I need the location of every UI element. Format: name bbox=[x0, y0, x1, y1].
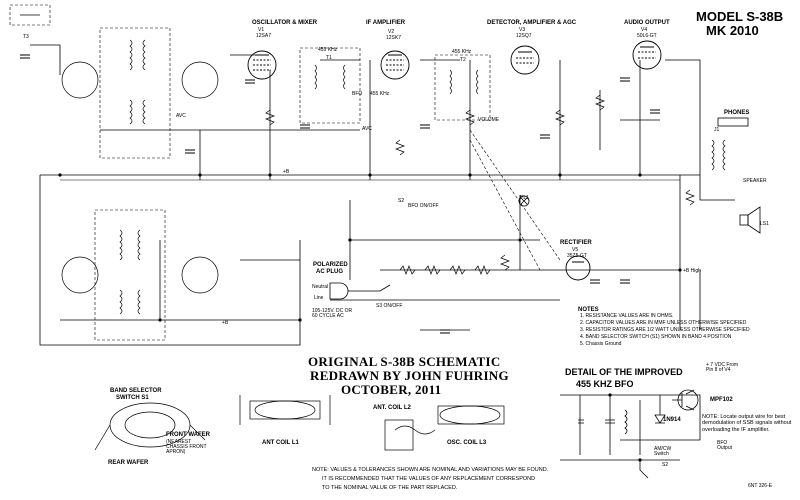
notes-title: NOTES bbox=[578, 307, 599, 313]
footer-note-line-3: TO THE NOMINAL VALUE OF THE PART REPLACE… bbox=[322, 485, 458, 491]
label-switch-s1: SWITCH S1 bbox=[116, 395, 149, 401]
footer-note-line-2: IT IS RECOMMENDED THAT THE VALUES OF ANY… bbox=[322, 476, 536, 482]
det-tube-ref: V3 bbox=[519, 27, 526, 33]
bfo-transistor: MPF102 bbox=[710, 397, 733, 403]
if-tube-type: 12SK7 bbox=[386, 35, 402, 41]
osc-tube-type: 12SA7 bbox=[256, 33, 272, 39]
bfo-switch: AM/CW Switch bbox=[654, 446, 672, 457]
label-s3-onoff: S3 ON/OFF bbox=[376, 303, 403, 309]
note-item: 3. RESISTOR RATINGS ARE 1/2 WATT UNLESS … bbox=[580, 327, 750, 333]
label-line: Line bbox=[314, 295, 324, 301]
label-phones: PHONES bbox=[724, 110, 750, 116]
label-s2: S2 bbox=[398, 198, 405, 204]
rect-tube-type: 35Z5-GT bbox=[567, 253, 588, 259]
note-item: 1. RESISTANCE VALUES ARE IN OHMS. bbox=[580, 313, 674, 319]
label-t2: T2 bbox=[460, 57, 466, 63]
note-item: 5. Chassis Ground bbox=[580, 341, 622, 347]
bfo-output: BFO Output bbox=[717, 440, 733, 451]
label-bfo-onoff: BFO ON/OFF bbox=[408, 203, 439, 209]
bfo-s2: S2 bbox=[662, 462, 669, 468]
stage-rectifier: RECTIFIER bbox=[560, 240, 592, 246]
bfo-detail-title-2: 455 KHZ BFO bbox=[576, 379, 634, 389]
label-ant-coil-l1: ANT COIL L1 bbox=[262, 440, 299, 446]
label-rear-wafer: REAR WAFER bbox=[108, 460, 149, 466]
credit-line-1: ORIGINAL S-38B SCHEMATIC bbox=[308, 354, 501, 369]
label-b-plus-2: +B bbox=[222, 320, 229, 326]
label-volume: VOLUME bbox=[478, 117, 500, 123]
label-polarized: POLARIZED bbox=[313, 262, 348, 268]
bfo-supply: + 7 VDC From Pin 8 of V4 bbox=[706, 362, 739, 373]
if-freq-2: 455 KHz bbox=[452, 49, 472, 55]
audio-tube-type: 50L6-GT bbox=[637, 33, 657, 39]
label-ant-coil-l2: ANT. COIL L2 bbox=[373, 405, 411, 411]
label-b-high: +B High bbox=[683, 268, 701, 274]
if-freq-1: 455 KHz bbox=[318, 47, 338, 53]
bfo-note: NOTE: Locate output wire for best demodu… bbox=[702, 414, 792, 433]
label-avc: AVC bbox=[176, 113, 186, 119]
bfo-diode: 1N914 bbox=[663, 417, 681, 423]
label-t1: T1 bbox=[326, 55, 332, 61]
label-bfo-freq: 455 KHz bbox=[370, 91, 390, 97]
stage-audio: AUDIO OUTPUT bbox=[624, 20, 670, 26]
det-tube-type: 12SQ7 bbox=[516, 33, 532, 39]
note-item: 2. CAPACITOR VALUES ARE IN MMF UNLESS OT… bbox=[580, 320, 747, 326]
rect-tube-ref: V5 bbox=[572, 247, 579, 253]
note-item: 4. BAND SELECTOR SWITCH (S1) SHOWN IN BA… bbox=[580, 334, 732, 340]
stage-osc-mixer: OSCILLATOR & MIXER bbox=[252, 20, 318, 26]
credit-line-3: OCTOBER, 2011 bbox=[341, 382, 442, 397]
label-osc-coil-l3: OSC. COIL L3 bbox=[447, 440, 487, 446]
label-pilot: PL1 bbox=[520, 195, 529, 201]
reference-number: 6NT 326-E bbox=[748, 483, 773, 489]
model-mk: MK 2010 bbox=[706, 23, 759, 38]
credit-line-2: REDRAWN BY JOHN FUHRING bbox=[310, 368, 509, 383]
label-j1: J1 bbox=[714, 127, 720, 133]
stage-detector: DETECTOR, AMPLIFIER & AGC bbox=[487, 20, 577, 26]
footer-note-line-1: NOTE: VALUES & TOLERANCES SHOWN ARE NOMI… bbox=[312, 467, 549, 473]
label-ls1: LS1 bbox=[760, 221, 769, 227]
label-t3: T3 bbox=[23, 34, 29, 40]
label-ac-plug: AC PLUG bbox=[316, 269, 343, 275]
label-neutral: Neutral bbox=[312, 284, 329, 290]
label-bfo: BFO bbox=[352, 91, 363, 97]
audio-tube-ref: V4 bbox=[641, 27, 648, 33]
bfo-detail-title-1: DETAIL OF THE IMPROVED bbox=[565, 367, 683, 377]
if-tube-ref: V2 bbox=[388, 29, 395, 35]
label-band-selector: BAND SELECTOR bbox=[110, 388, 162, 394]
osc-tube-ref: V1 bbox=[258, 27, 265, 33]
model-title: MODEL S-38B bbox=[696, 9, 784, 24]
label-nearest-chassis: (NEAREST CHASSIS FRONT APRON) bbox=[166, 439, 207, 455]
stage-if-amp: IF AMPLIFIER bbox=[366, 20, 406, 26]
label-avc-2: AVC bbox=[362, 126, 372, 132]
label-b-plus: +B bbox=[283, 169, 290, 175]
label-speaker: SPEAKER bbox=[743, 178, 767, 184]
label-ac-rating: 105-125V. DC OR 60 CYCLE AC bbox=[312, 308, 353, 319]
label-front-wafer: FRONT WAFER bbox=[166, 432, 210, 438]
